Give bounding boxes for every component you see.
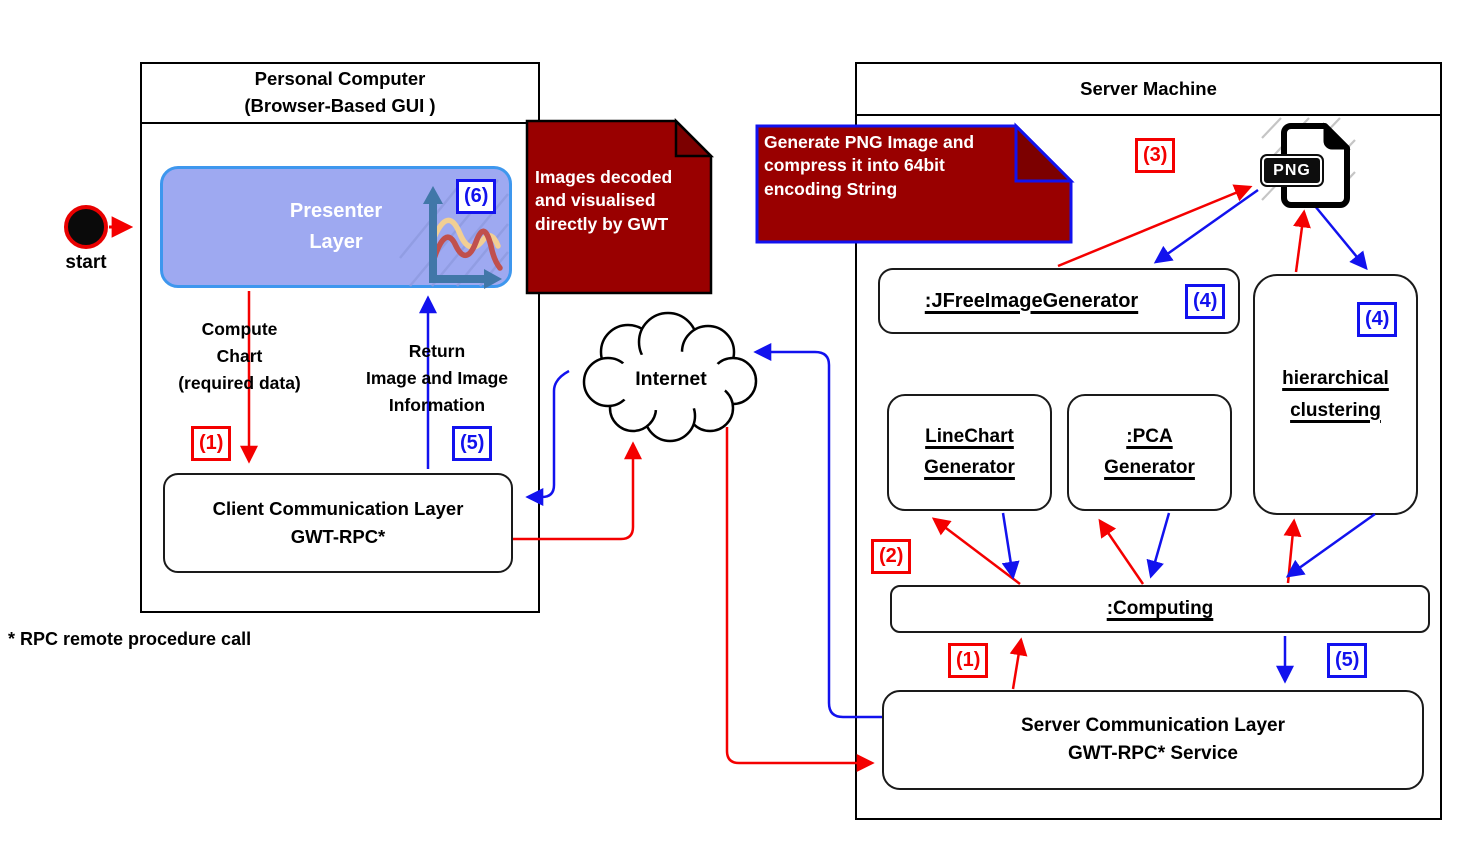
server-machine-header: Server Machine [857,64,1440,116]
png-badge-label: PNG [1262,156,1322,185]
badge-1-server: (1) [948,643,989,678]
badge-2: (2) [871,539,912,574]
badge-4-hier: (4) [1357,302,1398,337]
compute-chart-arrow-label: Compute Chart (required data) [178,319,301,394]
linechart-generator-label: LineChart Generator [924,426,1015,478]
badge-6: (6) [456,179,497,214]
client-communication-node: Client Communication Layer GWT-RPC* [163,473,513,573]
start-label: start [65,252,107,273]
arrow-internet-to-server-red [725,427,875,772]
server-communication-node: Server Communication Layer GWT-RPC* Serv… [882,690,1424,790]
note-images-decoded: Images decoded and visualised directly b… [535,167,673,234]
server-machine-title: Server Machine [1080,78,1217,99]
computing-label: :Computing [1106,598,1214,619]
badge-5-pc: (5) [452,426,493,461]
personal-computer-header: Personal Computer (Browser-Based GUI ) [142,64,538,124]
computing-node: :Computing [890,585,1430,633]
hierarchical-clustering-label: hierarchical clustering [1282,368,1389,421]
internet-label: Internet [635,368,707,390]
personal-computer-title: Personal Computer (Browser-Based GUI ) [244,68,436,116]
jfree-image-generator-node: :JFreeImageGenerator [878,268,1240,334]
badge-4-jfree: (4) [1185,284,1226,319]
badge-5-server: (5) [1327,643,1368,678]
badge-1-pc: (1) [191,426,232,461]
start-node-icon [64,205,108,249]
jfree-image-generator-label: :JFreeImageGenerator [924,289,1139,312]
linechart-generator-node: LineChart Generator [887,394,1052,511]
note-images-decoded-fold [674,117,715,158]
pca-generator-node: :PCA Generator [1067,394,1232,511]
footnote: * RPC remote procedure call [8,629,252,649]
note-generate-png: Generate PNG Image and compress it into … [764,132,975,199]
pca-generator-label: :PCA Generator [1104,426,1195,478]
client-communication-label: Client Communication Layer GWT-RPC* [212,498,464,547]
return-image-arrow-label: Return Image and Image Information [366,341,508,416]
badge-3: (3) [1135,138,1176,173]
server-communication-label: Server Communication Layer GWT-RPC* Serv… [1021,714,1285,765]
presenter-layer-label: Presenter Layer [289,200,383,253]
